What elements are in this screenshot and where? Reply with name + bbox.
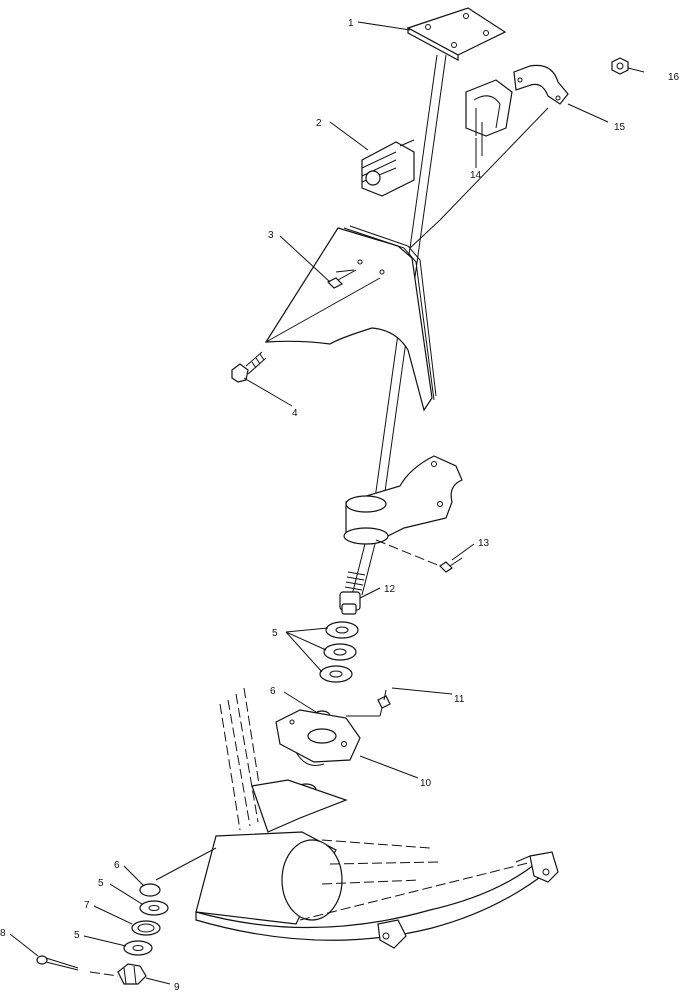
callout-6-upper: 6 [270, 686, 276, 697]
callout-11: 11 [454, 694, 465, 705]
callout-14: 14 [470, 170, 482, 181]
steering-block [275, 709, 361, 766]
bolt-13 [439, 557, 463, 573]
callout-10: 10 [420, 778, 432, 789]
strap-bracket [409, 64, 569, 249]
callout-4: 4 [292, 408, 298, 419]
callout-9: 9 [174, 982, 180, 993]
column-mount-bracket [264, 225, 437, 412]
washer-lower-2 [123, 940, 153, 956]
callout-6-lower: 6 [114, 860, 120, 871]
callout-labels: 1 2 3 4 5 5 5 6 6 7 8 9 10 11 12 13 14 1… [0, 18, 680, 993]
callout-16: 16 [668, 72, 680, 83]
callout-5-lower-a: 5 [98, 878, 104, 889]
callout-8: 8 [0, 928, 6, 939]
o-ring-lower [139, 883, 161, 897]
castle-nut-9 [117, 963, 147, 985]
callout-5-lower-b: 5 [74, 930, 80, 941]
cotter-pin-8 [36, 847, 217, 977]
callout-15: 15 [614, 122, 626, 133]
callout-13: 13 [478, 538, 490, 549]
callout-3: 3 [268, 230, 274, 241]
callout-7: 7 [84, 900, 90, 911]
pin-11 [346, 689, 391, 717]
leader-lines [9, 21, 645, 985]
washers-upper [319, 621, 359, 683]
clamp-block [465, 79, 513, 156]
bolt-4 [231, 351, 267, 383]
front-frame [195, 687, 559, 949]
lower-column-bracket [343, 455, 463, 567]
callout-2: 2 [316, 118, 322, 129]
screw-3 [326, 269, 357, 289]
callout-12: 12 [384, 584, 396, 595]
top-plate [406, 7, 507, 62]
bearing-7 [131, 920, 161, 936]
washer-lower-1 [139, 900, 169, 916]
callout-5-upper: 5 [272, 628, 278, 639]
shaft-coupling [339, 591, 361, 615]
callout-1: 1 [348, 18, 354, 29]
bushing-block [361, 139, 415, 197]
nut-16 [611, 57, 629, 75]
